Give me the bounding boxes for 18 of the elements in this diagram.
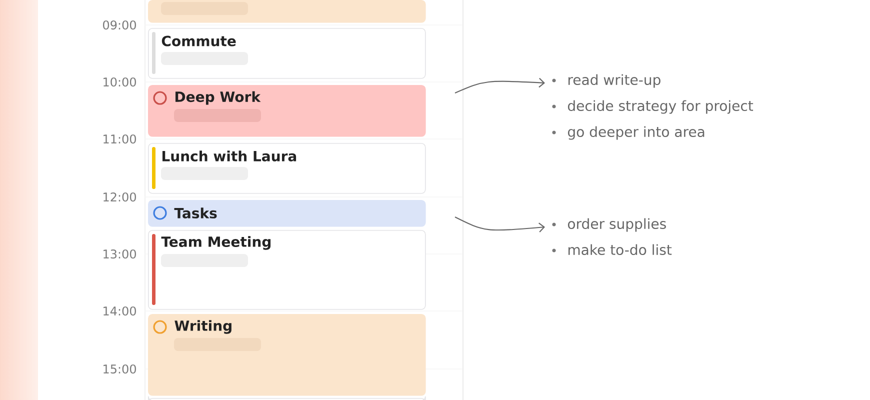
event-card: Commute bbox=[148, 28, 426, 79]
time-label: 15:00 bbox=[104, 364, 136, 374]
bullet-list: order supplies make to-do list bbox=[568, 218, 672, 256]
curved-arrow bbox=[454, 78, 545, 94]
event-card: Team Meeting bbox=[148, 230, 426, 310]
event-card: Lunch with Laura bbox=[148, 143, 426, 194]
event-card: Deep Work bbox=[148, 85, 426, 137]
event-card: Tasks bbox=[148, 200, 426, 227]
time-label: 10:00 bbox=[104, 77, 136, 87]
time-label: 11:00 bbox=[104, 134, 136, 144]
event-card: Writing bbox=[148, 314, 426, 396]
time-label: 09:00 bbox=[103, 20, 136, 30]
time-label: 13:00 bbox=[104, 249, 136, 259]
time-label: 14:00 bbox=[104, 306, 136, 316]
event-card bbox=[148, 396, 426, 400]
bullet-list: read write-up decide strategy for project go deeper into area bbox=[568, 74, 754, 140]
time-label: 12:00 bbox=[104, 192, 136, 202]
curved-arrow bbox=[454, 216, 545, 232]
